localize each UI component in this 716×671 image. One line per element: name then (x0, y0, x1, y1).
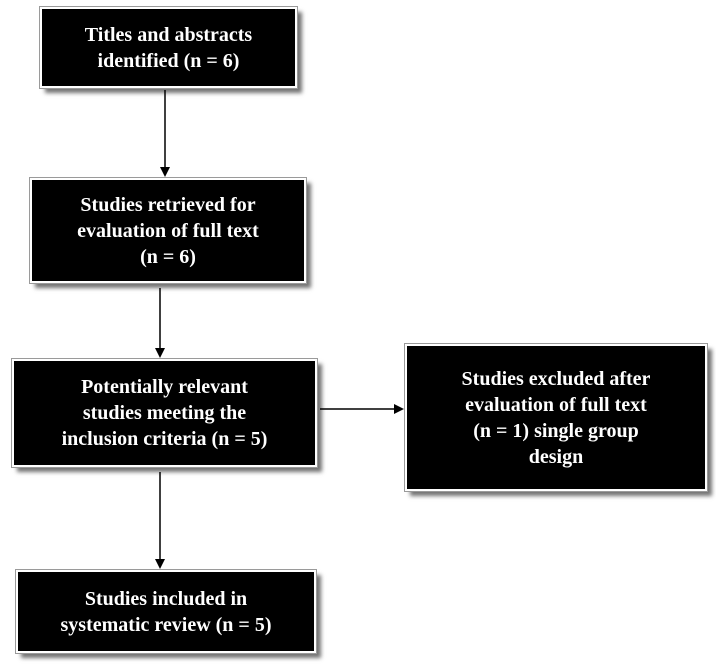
box-line: Studies excluded after (461, 367, 651, 390)
box-studies-retrieved: Studies retrieved for evaluation of full… (29, 177, 307, 284)
box-text: Titles and abstracts identified (n = 6) (85, 22, 252, 74)
box-line: Studies retrieved for (80, 193, 256, 216)
box-text: Studies retrieved for evaluation of full… (77, 192, 259, 270)
box-studies-included: Studies included in systematic review (n… (15, 569, 317, 654)
box-studies-excluded: Studies excluded after evaluation of ful… (404, 343, 708, 492)
box-line: systematic review (n = 5) (60, 613, 272, 636)
box-line: (n = 1) single group (473, 419, 639, 442)
box-line: Studies included in (84, 587, 248, 610)
box-line: evaluation of full text (465, 393, 647, 416)
box-line: design (528, 445, 584, 468)
box-line: evaluation of full text (77, 219, 259, 242)
box-line: studies meeting the (82, 402, 247, 424)
box-potentially-relevant: Potentially relevant studies meeting the… (11, 358, 318, 468)
box-line: (n = 6) (140, 245, 196, 268)
box-line: identified (n = 6) (97, 49, 240, 72)
box-line: Titles and abstracts (84, 23, 253, 46)
box-line: inclusion criteria (n = 5) (61, 428, 268, 450)
box-titles-abstracts-identified: Titles and abstracts identified (n = 6) (39, 6, 298, 89)
box-line: Potentially relevant (81, 376, 248, 398)
box-text: Studies included in systematic review (n… (61, 586, 272, 638)
box-text: Potentially relevant studies meeting the… (62, 374, 268, 452)
box-text: Studies excluded after evaluation of ful… (462, 366, 651, 470)
